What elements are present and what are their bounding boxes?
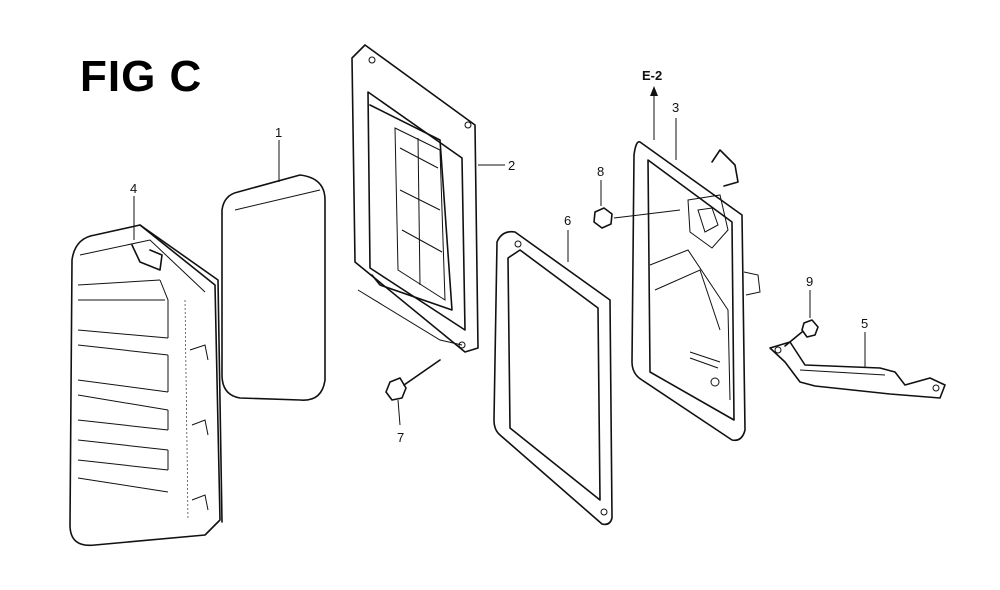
callout-9: 9 [806,274,813,289]
callout-5: 5 [861,316,868,331]
small-bolt [784,319,819,347]
air-cleaner-base [631,140,761,442]
flange-bolt [385,359,441,426]
reference-arrow-head [650,86,658,96]
callout-1: 1 [275,125,282,140]
air-cleaner-gasket [493,230,613,526]
callout-4: 4 [130,181,137,196]
callout-8: 8 [597,164,604,179]
reference-label: E-2 [642,68,662,83]
callout-7: 7 [397,430,404,445]
callout-6: 6 [564,213,571,228]
air-cleaner-case [351,44,479,353]
figure-title: FIG C [80,52,203,101]
air-filter-element [221,174,326,401]
callout-3: 3 [672,100,679,115]
callout-2: 2 [508,158,515,173]
support-stay [769,341,946,399]
air-cleaner-cover [69,224,223,547]
flange-nut [593,207,681,229]
